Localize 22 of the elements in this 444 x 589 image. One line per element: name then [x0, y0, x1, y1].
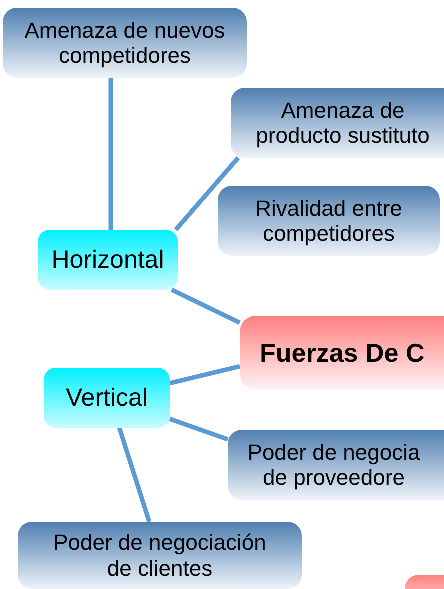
category-box [44, 368, 170, 428]
connector-line [169, 417, 229, 442]
node-label: Rivalidad entre competidores [254, 196, 404, 246]
node-label: Poder de negocia de proveedore [246, 440, 422, 490]
connector-line [108, 78, 114, 230]
topic-box [228, 430, 444, 500]
topic-box [18, 522, 302, 589]
connector-line [170, 288, 241, 325]
central-box [240, 316, 444, 390]
node-label: Poder de negociación de clientes [52, 530, 268, 581]
connector-line [169, 364, 241, 386]
topic-box [231, 88, 444, 158]
node-label: Vertical [66, 384, 148, 412]
node-label: Amenaza de nuevos competidores [24, 18, 226, 68]
connector-line [174, 156, 240, 232]
connector-line [117, 427, 152, 523]
node-label: Horizontal [52, 246, 164, 274]
category-box [38, 230, 178, 290]
node-label: Fuerzas De C [260, 338, 425, 368]
topic-box [3, 8, 247, 78]
topic-box [218, 186, 440, 256]
node-label: Amenaza de producto sustituto [255, 98, 431, 148]
